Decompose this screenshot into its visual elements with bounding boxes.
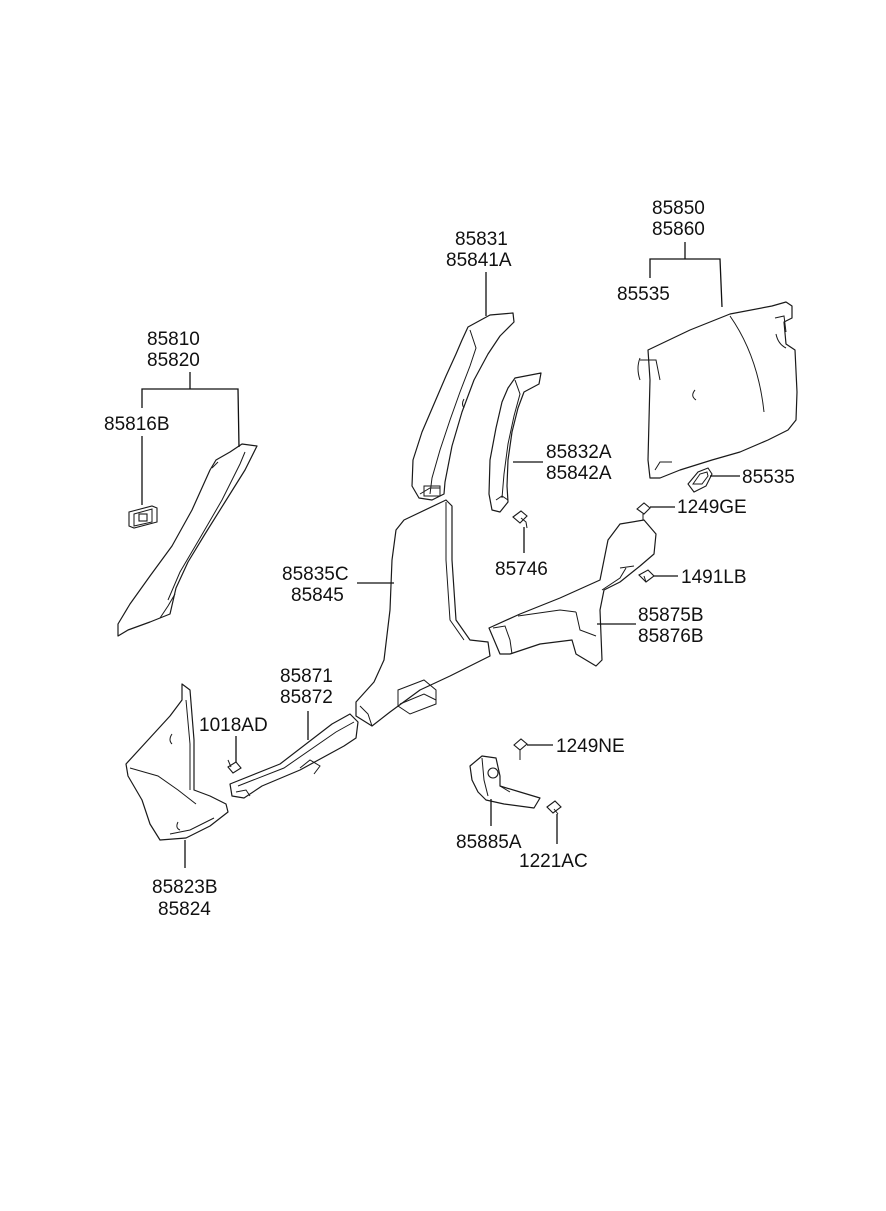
front-sill-trim bbox=[229, 713, 359, 799]
label-85535-lower: 85535 bbox=[742, 467, 795, 488]
label-85824: 85824 bbox=[158, 899, 211, 920]
label-85875b: 85875B bbox=[638, 605, 704, 626]
label-85816b: 85816B bbox=[104, 414, 170, 435]
label-85871: 85871 bbox=[280, 666, 333, 687]
part-labels: 85850 85860 85535 85535 85831 85841A 858… bbox=[104, 198, 795, 920]
screw-1221ac bbox=[546, 800, 562, 815]
screw-1249ne bbox=[513, 738, 528, 760]
label-85746: 85746 bbox=[495, 559, 548, 580]
label-1221ac: 1221AC bbox=[519, 851, 588, 872]
screw-85746 bbox=[512, 510, 528, 529]
bracket-85885a bbox=[469, 755, 541, 809]
a-pillar-trim bbox=[117, 443, 258, 637]
rear-sill-trim bbox=[488, 519, 657, 667]
clip-85816b bbox=[128, 505, 158, 529]
b-pillar-upper-trim bbox=[411, 312, 515, 501]
label-85835c: 85835C bbox=[282, 564, 349, 585]
b-pillar-lower-trim bbox=[355, 499, 491, 727]
label-85810: 85810 bbox=[147, 329, 200, 350]
kick-panel-trim bbox=[125, 683, 229, 841]
label-85842a: 85842A bbox=[546, 463, 612, 484]
screw-1018ad bbox=[227, 759, 242, 774]
label-85841a: 85841A bbox=[446, 250, 512, 271]
label-85823b: 85823B bbox=[152, 877, 218, 898]
label-85872: 85872 bbox=[280, 687, 333, 708]
label-85820: 85820 bbox=[147, 350, 200, 371]
label-85535-upper: 85535 bbox=[617, 284, 670, 305]
label-85876b: 85876B bbox=[638, 626, 704, 647]
quarter-trim-panel bbox=[637, 301, 798, 479]
label-85860: 85860 bbox=[652, 219, 705, 240]
label-85831: 85831 bbox=[455, 229, 508, 250]
label-1249ge: 1249GE bbox=[677, 497, 747, 518]
label-85832a: 85832A bbox=[546, 442, 612, 463]
label-1249ne: 1249NE bbox=[556, 736, 625, 757]
label-1018ad: 1018AD bbox=[199, 715, 268, 736]
label-1491lb: 1491LB bbox=[681, 567, 747, 588]
clip-1491lb bbox=[638, 569, 655, 583]
label-85850: 85850 bbox=[652, 198, 705, 219]
b-pillar-inner-trim bbox=[488, 372, 542, 513]
label-85885a: 85885A bbox=[456, 832, 522, 853]
leader-lines bbox=[141, 242, 740, 868]
label-85845: 85845 bbox=[291, 585, 344, 606]
grommet-85535 bbox=[687, 467, 713, 493]
